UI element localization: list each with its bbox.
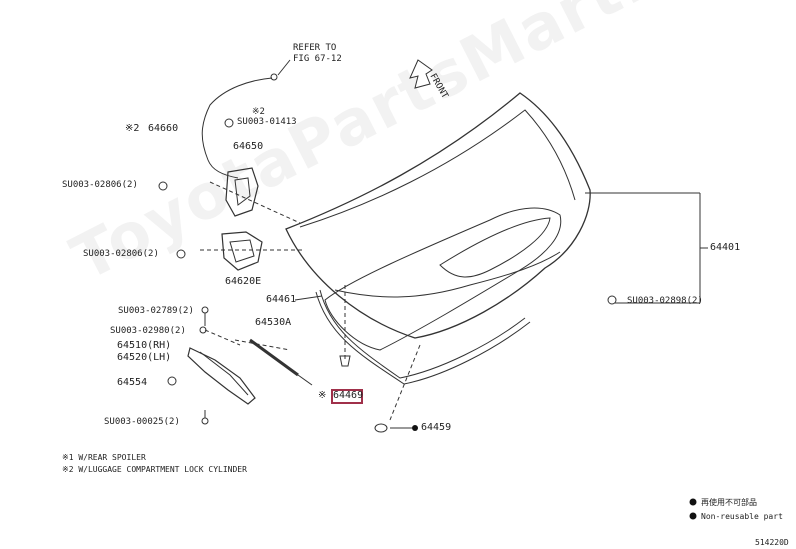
bolt-7 bbox=[201, 417, 209, 425]
part-su003-01413: SU003-01413 bbox=[237, 117, 297, 127]
part-su003-02806-a: SU003-02806(2) bbox=[62, 180, 138, 190]
part-su003-02980: SU003-02980(2) bbox=[110, 326, 186, 336]
bolt-1 bbox=[158, 181, 168, 191]
lock-detail bbox=[234, 177, 251, 206]
highlight-box bbox=[331, 389, 363, 404]
striker bbox=[221, 231, 263, 271]
front-arrow bbox=[409, 59, 433, 89]
part-64620e: 64620E bbox=[225, 276, 262, 287]
part-64401: 64401 bbox=[710, 242, 741, 253]
figure-code: 514220D bbox=[755, 538, 789, 547]
part-su003-02789: SU003-02789(2) bbox=[118, 306, 194, 316]
cable bbox=[201, 77, 273, 179]
bolt-4 bbox=[607, 295, 617, 305]
lock-assembly bbox=[225, 167, 259, 217]
trunk-lid bbox=[285, 92, 591, 339]
part-64461: 64461 bbox=[266, 294, 297, 305]
part-su003-02806-b: SU003-02806(2) bbox=[83, 249, 159, 259]
bolt-6 bbox=[199, 326, 207, 334]
note-1: ※1 W/REAR SPOILER bbox=[62, 453, 146, 462]
mark-2: ※2 bbox=[125, 123, 140, 134]
part-su003-02898: SU003-02898(2) bbox=[627, 296, 703, 306]
strut-rod bbox=[297, 374, 313, 386]
trunk-lid-opening bbox=[324, 207, 562, 351]
cable-end bbox=[270, 73, 278, 81]
part-64520-lh: 64520(LH) bbox=[117, 352, 172, 363]
part-64554: 64554 bbox=[117, 377, 148, 388]
cushion-64459 bbox=[374, 423, 388, 433]
part-64530a: 64530A bbox=[255, 317, 292, 328]
trunk-lid-opening-inner bbox=[439, 217, 551, 278]
part-su003-00025: SU003-00025(2) bbox=[104, 417, 180, 427]
refer-label-1: REFER TO bbox=[293, 43, 337, 53]
refer-arrow bbox=[277, 59, 291, 76]
bumper-64554 bbox=[167, 376, 177, 386]
bolt-2 bbox=[176, 249, 186, 259]
bolt-3 bbox=[224, 118, 234, 128]
hinge-assembly bbox=[187, 347, 256, 405]
trunk-lid-inner bbox=[299, 109, 576, 228]
legend-dot-2 bbox=[689, 512, 697, 520]
part-64459: 64459 bbox=[421, 422, 452, 433]
note-2: ※2 W/LUGGAGE COMPARTMENT LOCK CYLINDER bbox=[62, 465, 247, 474]
part-64510-rh: 64510(RH) bbox=[117, 340, 172, 351]
weatherstrip bbox=[319, 289, 526, 379]
trunk-lid-bottom bbox=[334, 251, 561, 298]
mark-1: ※2 bbox=[252, 107, 265, 117]
non-reusable-dot-64459 bbox=[412, 425, 418, 431]
part-64660: 64660 bbox=[148, 123, 179, 134]
leader-64461 bbox=[294, 295, 323, 301]
part-64650: 64650 bbox=[233, 141, 264, 152]
dashed-lines bbox=[200, 181, 421, 421]
strut-64530a bbox=[249, 338, 299, 377]
legend-label-2: Non-reusable part bbox=[701, 512, 783, 521]
mark-3: ※ bbox=[318, 390, 327, 401]
refer-label-2: FIG 67-12 bbox=[293, 54, 342, 64]
part-64469: 64469 bbox=[333, 390, 364, 401]
legend-dot-1 bbox=[689, 498, 697, 506]
striker-detail bbox=[229, 239, 255, 263]
hinge-detail bbox=[199, 351, 249, 396]
stopper-64469 bbox=[339, 355, 351, 367]
legend-label-1: 再使用不可部品 bbox=[701, 498, 757, 507]
bolt-5 bbox=[201, 306, 209, 314]
